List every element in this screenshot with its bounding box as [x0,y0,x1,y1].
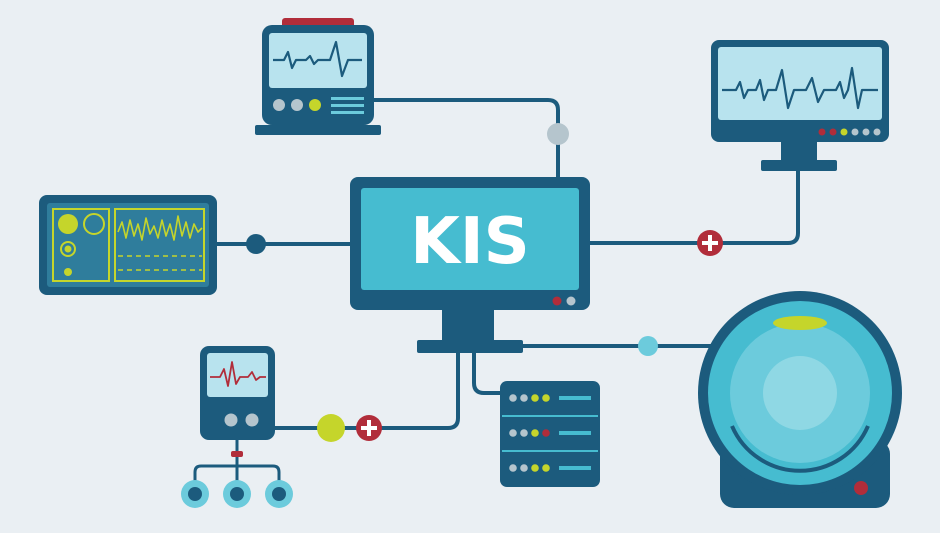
ecg-waveform [273,40,362,78]
oscilloscope-waveform [117,215,203,241]
server-unit-2 [509,429,591,437]
mri-indicator [854,481,868,495]
node-oscilloscope-dark [246,234,266,254]
wall-monitor [711,40,889,171]
handheld-waveform [210,361,266,387]
link-ecg-monitor [372,98,560,180]
hub-indicator-gray [566,296,576,306]
plus-icon [697,230,723,256]
server-unit-1 [509,394,591,402]
server-unit-3 [509,464,591,472]
hub-indicator-red [552,296,562,306]
oscilloscope [39,195,217,295]
mri-top-light [773,316,827,330]
mri-scanner [698,291,902,508]
plus-icon [356,415,382,441]
ecg-monitor [255,18,381,135]
connections [215,98,800,430]
handheld-sensor-nodes [181,480,293,508]
handheld-device [181,346,293,508]
hub-computer: KIS [350,177,590,353]
server-rack [500,381,600,487]
connection-nodes [246,123,723,442]
hub-label: KIS [410,205,530,279]
link-server [472,352,502,395]
link-handheld [272,352,460,430]
node-mri-cyan [638,336,658,356]
wall-monitor-waveform [722,66,878,110]
node-handheld-lime [317,414,345,442]
link-wall-monitor [590,160,800,245]
node-ecg-gray [547,123,569,145]
